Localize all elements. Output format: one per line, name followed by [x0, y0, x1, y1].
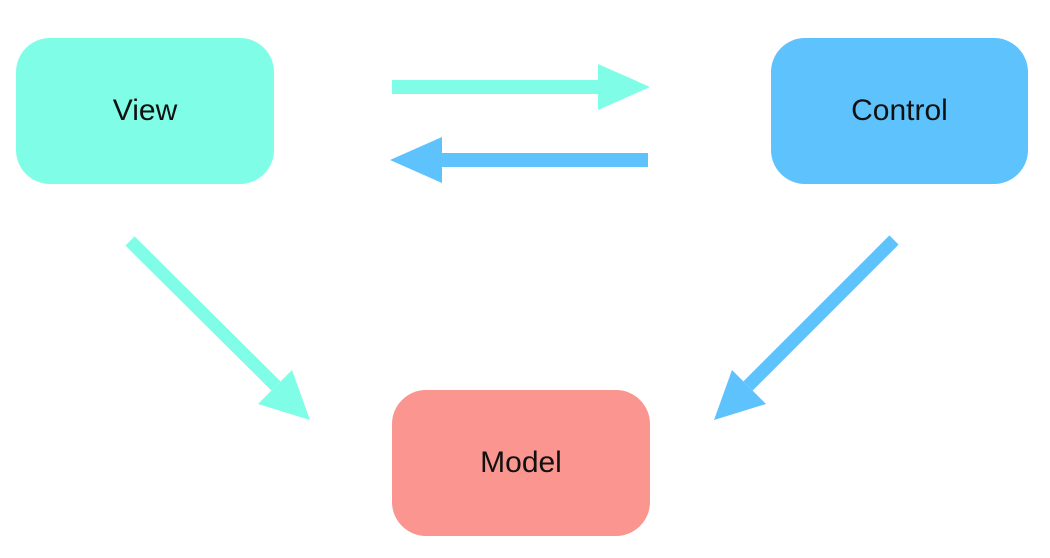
- arrow-control-to-view: [390, 137, 648, 183]
- arrow-view-to-model-head: [258, 370, 310, 420]
- arrow-view-to-model: [125, 236, 310, 420]
- arrow-control-to-model-head: [714, 370, 766, 420]
- arrow-view-to-control-head: [598, 64, 650, 110]
- view-node: View: [16, 38, 274, 184]
- arrow-view-to-control-shaft: [392, 80, 604, 94]
- view-node-label: View: [112, 94, 178, 127]
- arrow-view-to-control: [392, 64, 650, 110]
- arrow-control-to-model: [714, 235, 899, 420]
- control-node-label: Control: [851, 94, 948, 127]
- model-node-label: Model: [480, 446, 562, 479]
- arrow-control-to-view-shaft: [436, 153, 648, 167]
- control-node: Control: [771, 38, 1028, 184]
- arrow-control-to-model-shaft: [743, 235, 899, 391]
- arrow-control-to-view-head: [390, 137, 442, 183]
- arrow-view-to-model-shaft: [125, 236, 281, 391]
- model-node: Model: [392, 390, 650, 536]
